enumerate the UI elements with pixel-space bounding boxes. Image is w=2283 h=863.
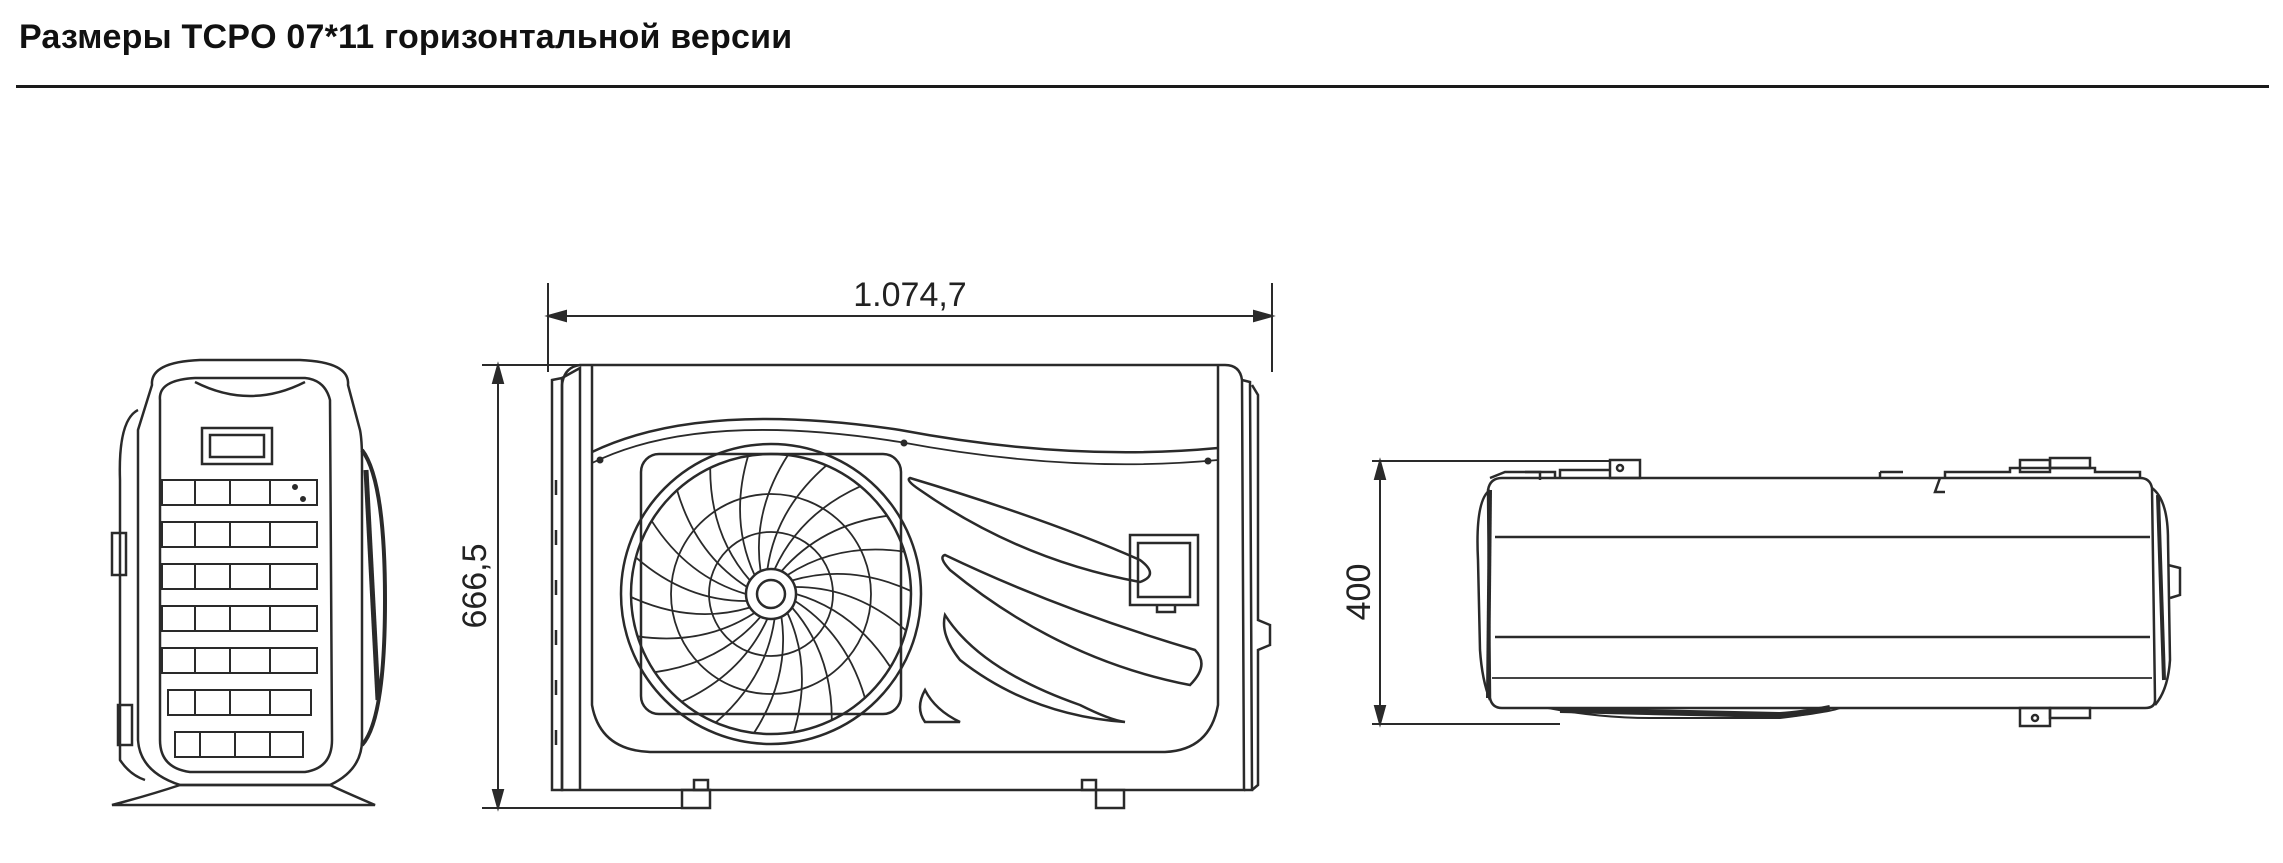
dimension-width (544, 283, 1276, 372)
fan-spoke (766, 464, 827, 570)
front-dots (596, 439, 1212, 465)
dimension-height-label: 666,5 (456, 543, 494, 628)
front-view (550, 363, 1272, 810)
page-title: Размеры TCPO 07*11 горизонтальной версии (19, 18, 793, 56)
fan-spoke (794, 586, 907, 632)
fan-grille-spokes (630, 454, 912, 734)
fan-spoke (650, 520, 747, 595)
fan-spoke (753, 616, 784, 734)
fan-spoke (635, 556, 748, 602)
top-view (1476, 456, 2182, 728)
fan-spoke (630, 596, 751, 615)
fan-spoke (791, 573, 912, 592)
fan-spoke (791, 606, 833, 721)
fan-spoke (786, 548, 905, 576)
dimension-depth (1372, 457, 1610, 728)
dimension-depth-label: 400 (1340, 564, 1378, 621)
fan-spoke (780, 514, 888, 572)
fan-spoke (637, 612, 756, 640)
side-view (110, 358, 388, 807)
fan-icon (619, 442, 923, 746)
side-vent-grid (161, 479, 318, 758)
fan-spoke (739, 455, 756, 576)
fan-spoke (654, 616, 762, 674)
fan-spoke (758, 454, 789, 572)
fan-spoke (681, 618, 769, 703)
fan-spoke (773, 485, 861, 570)
fan-spoke (786, 612, 803, 733)
control-window (1128, 533, 1200, 614)
fan-spoke (676, 489, 748, 588)
fan-spoke (715, 618, 776, 724)
dimension-width-label: 1.074,7 (853, 276, 966, 314)
fan-spoke (795, 593, 892, 668)
fan-spoke (709, 467, 751, 582)
front-grille-swooshes (907, 476, 1203, 724)
dimension-height (482, 361, 700, 812)
title-underline (16, 85, 2269, 88)
fan-spoke (794, 600, 866, 699)
